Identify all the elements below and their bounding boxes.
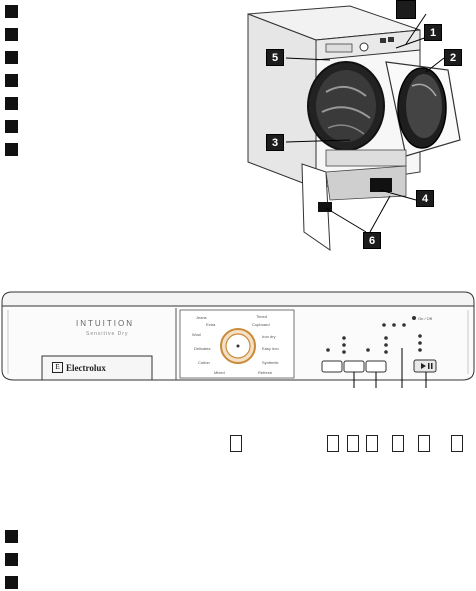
list-marker-3: [5, 51, 18, 64]
brand-line-2: Sensitive Dry: [86, 331, 129, 337]
svg-text:Easy iron: Easy iron: [262, 346, 279, 351]
outline-box-7: [451, 435, 463, 452]
bottom-marker-3: [5, 576, 18, 589]
outline-box-4: [366, 435, 378, 452]
electrolux-logo: E Electrolux: [52, 362, 106, 373]
outline-box-5: [392, 435, 404, 452]
svg-text:Timed: Timed: [256, 314, 267, 319]
bottom-marker-1: [5, 530, 18, 543]
svg-text:Cotton: Cotton: [198, 360, 210, 365]
svg-text:Refresh: Refresh: [258, 370, 272, 375]
callout-3: 3: [266, 134, 284, 151]
list-marker-6: [5, 120, 18, 133]
callout-6: 6: [363, 232, 381, 249]
svg-text:Synthetic: Synthetic: [262, 360, 278, 365]
outline-box-6: [418, 435, 430, 452]
outline-box-2: [327, 435, 339, 452]
control-panel-illustration: Jeans Extra Cupboard Wool Iron dry Delic…: [1, 291, 475, 388]
list-marker-7: [5, 143, 18, 156]
outline-box-1: [230, 435, 242, 452]
bottom-marker-2: [5, 553, 18, 566]
svg-text:Mixed: Mixed: [214, 370, 225, 375]
svg-text:Cupboard: Cupboard: [252, 322, 270, 327]
brand-line-1: INTUITION: [76, 319, 134, 328]
electrolux-logo-mark: E: [52, 362, 63, 373]
svg-text:Iron dry: Iron dry: [262, 334, 276, 339]
svg-text:Extra: Extra: [206, 322, 216, 327]
list-marker-4: [5, 74, 18, 87]
callout-5: 5: [266, 49, 284, 66]
list-marker-5: [5, 97, 18, 110]
svg-text:On / Off: On / Off: [418, 316, 433, 321]
callout-4: 4: [416, 190, 434, 207]
svg-text:Delicates: Delicates: [194, 346, 210, 351]
dryer-illustration: [247, 5, 461, 251]
list-marker-1: [5, 5, 18, 18]
svg-text:Wool: Wool: [192, 332, 201, 337]
callout-1: 1: [424, 24, 442, 41]
callout-2: 2: [444, 49, 462, 66]
svg-text:Jeans: Jeans: [196, 315, 207, 320]
list-marker-2: [5, 28, 18, 41]
electrolux-logo-text: Electrolux: [66, 362, 106, 373]
outline-box-3: [347, 435, 359, 452]
callout-top-unlabeled: [396, 0, 416, 19]
